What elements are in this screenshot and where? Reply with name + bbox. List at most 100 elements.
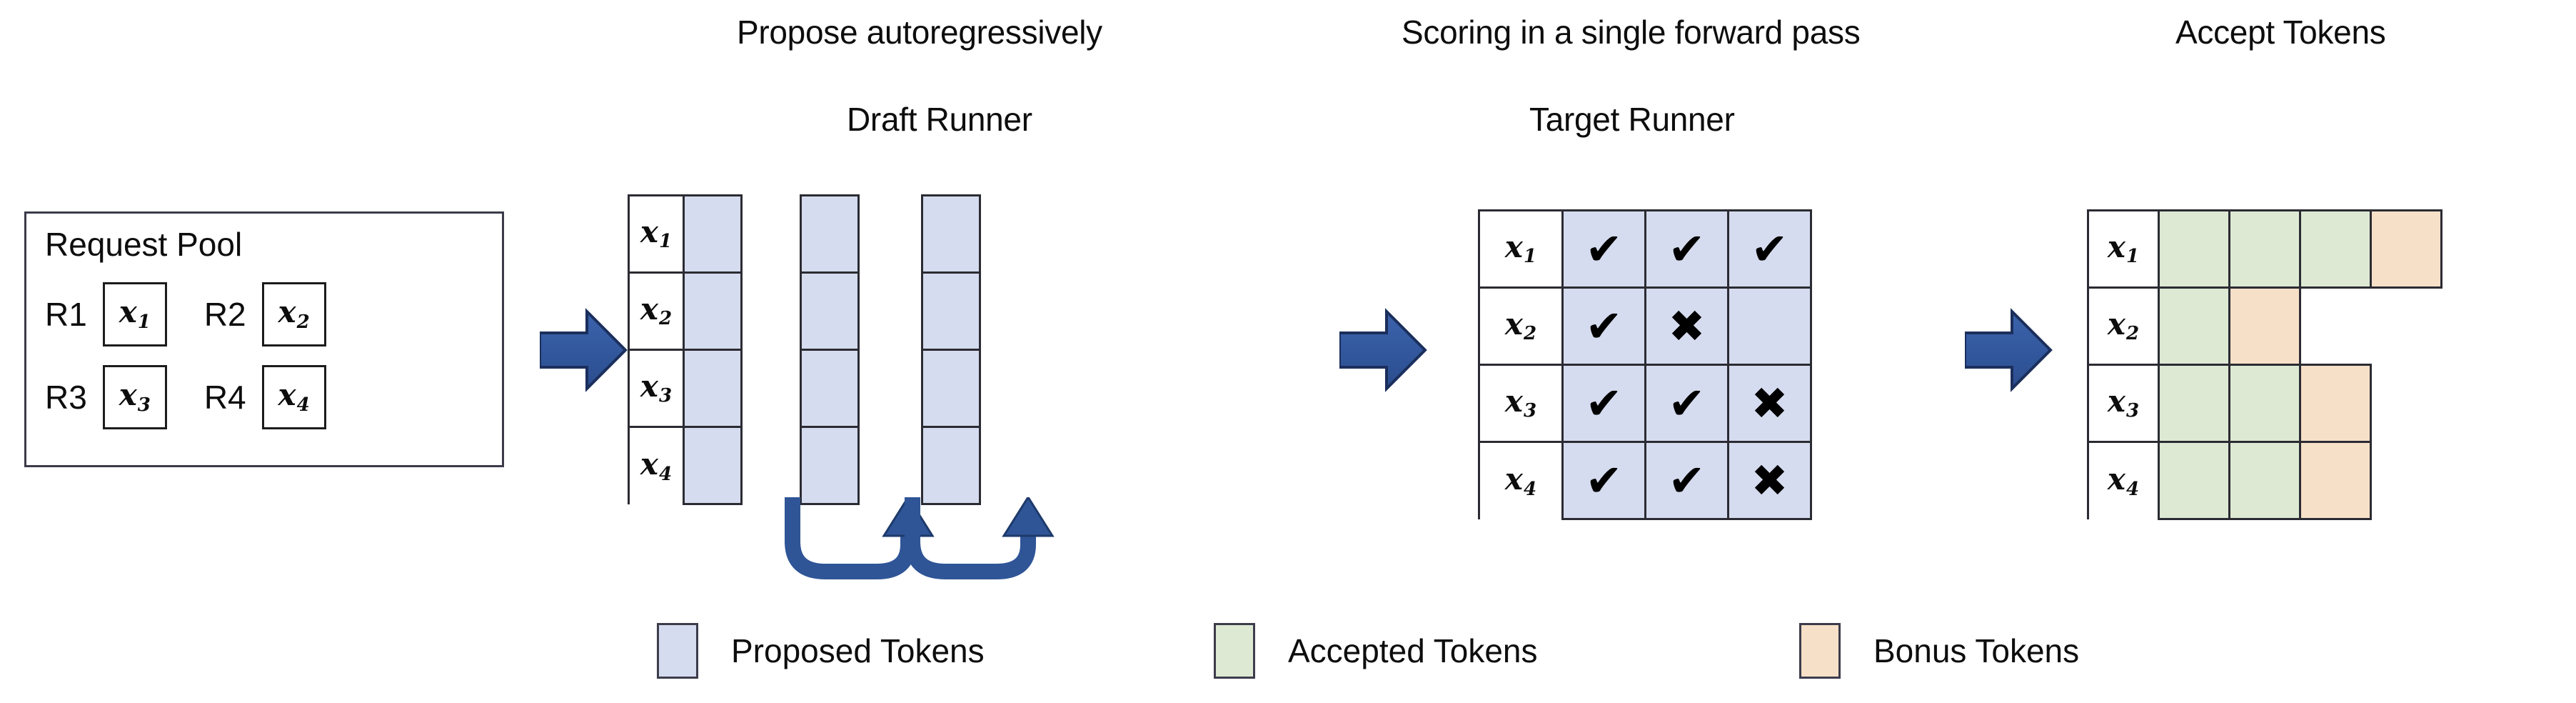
target-score-cell: ✔ <box>1561 364 1646 443</box>
token-glyph: x3 <box>2107 383 2140 422</box>
accept-row-label: x3 <box>2089 366 2158 443</box>
subheading-target-runner: Target Runner <box>1529 101 1735 138</box>
token-glyph: x3 <box>640 368 673 407</box>
draft-runner-label-column: x1 x2 x3 x4 <box>628 194 685 505</box>
draft-proposed-cell <box>683 271 743 351</box>
draft-row-label: x2 <box>630 274 683 351</box>
token-glyph: x3 <box>1504 383 1537 422</box>
request-id-label: R1 <box>45 296 87 333</box>
accept-row-label: x1 <box>2089 211 2158 289</box>
bonus-token-swatch <box>1799 623 1841 679</box>
accepted-token-cell <box>2228 209 2301 289</box>
legend-label: Proposed Tokens <box>731 632 985 669</box>
token-glyph: x4 <box>2107 462 2140 500</box>
check-icon: ✔ <box>1751 222 1788 275</box>
flow-arrow-target-to-accept <box>1965 308 2053 392</box>
draft-proposed-cell <box>921 426 981 505</box>
heading-scoring: Scoring in a single forward pass <box>1402 14 1861 51</box>
request-token-box: x2 <box>261 282 326 346</box>
check-icon: ✔ <box>1668 454 1706 507</box>
token-glyph: x4 <box>640 447 673 485</box>
token-glyph: x3 <box>119 377 151 416</box>
request-entry-r2: R2 x2 <box>204 282 326 346</box>
request-pool-row: R3 x3 R4 x4 <box>45 365 326 429</box>
accepted-token-cell <box>2299 209 2372 289</box>
token-glyph: x1 <box>2107 229 2140 268</box>
heading-accept-tokens: Accept Tokens <box>2175 14 2386 51</box>
accepted-token-cell <box>2158 286 2230 366</box>
check-icon: ✔ <box>1585 222 1623 275</box>
draft-proposed-cell <box>921 349 981 428</box>
accept-tokens-label-column: x1 x2 x3 x4 <box>2087 209 2160 520</box>
request-pool-panel: Request Pool R1 x1 R2 x2 R3 x3 <box>24 211 504 467</box>
accept-row-label: x2 <box>2089 289 2158 366</box>
target-score-cell: ✔ <box>1644 441 1729 520</box>
target-score-cell: ✖ <box>1644 286 1729 366</box>
request-token-box: x4 <box>261 365 326 429</box>
target-score-cell: ✔ <box>1561 441 1646 520</box>
check-icon: ✔ <box>1585 299 1623 352</box>
target-runner-label-column: x1 x2 x3 x4 <box>1478 209 1564 520</box>
check-icon: ✔ <box>1668 222 1706 275</box>
target-score-cell: ✔ <box>1561 209 1646 289</box>
token-glyph: x1 <box>640 214 673 253</box>
request-entry-r3: R3 x3 <box>45 365 167 429</box>
draft-row-label: x4 <box>630 428 683 505</box>
draft-proposed-cell <box>683 194 743 274</box>
request-token-box: x3 <box>102 365 167 429</box>
loop-arrow-step2-to-step3 <box>905 497 1055 579</box>
proposed-token-swatch <box>657 623 698 679</box>
request-entry-r1: R1 x1 <box>45 282 167 346</box>
target-score-cell: ✔ <box>1644 209 1729 289</box>
token-glyph: x4 <box>278 377 310 416</box>
request-pool-row: R1 x1 R2 x2 <box>45 282 326 346</box>
token-glyph: x2 <box>278 294 310 333</box>
bonus-token-cell <box>2370 209 2442 289</box>
bonus-token-cell <box>2299 364 2372 443</box>
cross-icon: ✖ <box>1751 454 1788 507</box>
token-glyph: x1 <box>1504 229 1537 268</box>
target-score-cell: ✔ <box>1561 286 1646 366</box>
draft-row-label: x3 <box>630 351 683 428</box>
token-glyph: x2 <box>1504 306 1537 345</box>
draft-proposed-cell <box>921 194 981 274</box>
bonus-token-cell <box>2228 286 2301 366</box>
target-row-label: x4 <box>1480 443 1561 520</box>
target-score-cell: ✔ <box>1644 364 1729 443</box>
accepted-token-cell <box>2158 364 2230 443</box>
target-row-label: x2 <box>1480 289 1561 366</box>
legend-item-accepted: Accepted Tokens <box>1214 623 1538 679</box>
request-id-label: R2 <box>203 296 246 333</box>
draft-proposed-cell <box>800 271 860 351</box>
token-glyph: x2 <box>2107 306 2140 345</box>
target-score-cell: ✔ <box>1727 209 1812 289</box>
target-row-label: x3 <box>1480 366 1561 443</box>
legend-item-bonus: Bonus Tokens <box>1799 623 2079 679</box>
draft-proposed-cell <box>683 426 743 505</box>
cross-icon: ✖ <box>1668 299 1706 352</box>
accepted-token-cell <box>2158 441 2230 520</box>
draft-proposed-cell <box>800 194 860 274</box>
subheading-draft-runner: Draft Runner <box>847 101 1032 138</box>
draft-proposed-cell <box>800 349 860 428</box>
legend-label: Bonus Tokens <box>1873 632 2080 669</box>
draft-proposed-cell <box>683 349 743 428</box>
legend-item-proposed: Proposed Tokens <box>657 623 985 679</box>
accepted-token-cell <box>2228 441 2301 520</box>
accepted-token-swatch <box>1214 623 1255 679</box>
check-icon: ✔ <box>1585 454 1623 507</box>
request-entry-r4: R4 x4 <box>204 365 326 429</box>
request-token-box: x1 <box>102 282 167 346</box>
target-score-cell: ✖ <box>1727 364 1812 443</box>
cross-icon: ✖ <box>1751 377 1788 429</box>
flow-arrow-pool-to-draft <box>540 308 628 392</box>
accepted-token-cell <box>2228 364 2301 443</box>
check-icon: ✔ <box>1585 377 1623 429</box>
request-id-label: R4 <box>203 379 246 416</box>
target-score-cell: ✖ <box>1727 441 1812 520</box>
draft-row-label: x1 <box>630 196 683 274</box>
flow-arrow-draft-to-target <box>1339 308 1427 392</box>
request-id-label: R3 <box>45 379 87 416</box>
draft-proposed-cell <box>921 271 981 351</box>
